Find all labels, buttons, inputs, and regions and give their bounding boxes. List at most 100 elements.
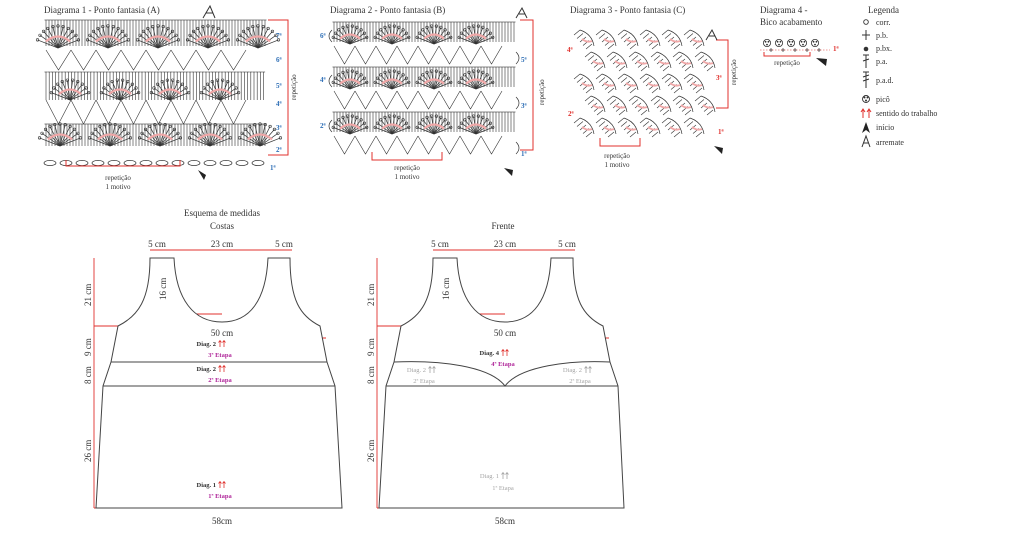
stitch-line — [579, 29, 595, 47]
stitch-line — [396, 135, 419, 155]
stitch-line — [354, 90, 377, 110]
direction-arrows-icon — [501, 348, 509, 356]
chain-loop — [226, 131, 230, 135]
chain-loop — [485, 28, 489, 32]
stitch-line — [45, 99, 72, 125]
chain-loop — [224, 33, 228, 37]
chain-loop — [439, 115, 443, 120]
chain-loop — [176, 79, 180, 84]
chain-loop — [128, 136, 133, 140]
stitch-line — [620, 33, 628, 39]
stitch-line — [629, 43, 637, 50]
chain-loop — [88, 33, 92, 37]
stitch-line — [673, 87, 681, 94]
shell-band — [669, 126, 681, 131]
stitch-line — [335, 32, 351, 45]
stitch-line — [170, 99, 197, 125]
direction-arrows-icon — [501, 471, 509, 479]
stitch-line — [137, 39, 159, 49]
stitch-line — [375, 82, 393, 90]
chain-loop — [407, 35, 411, 39]
chain-loop — [401, 28, 405, 32]
chain-loop — [137, 136, 142, 140]
front-band2-measure: 8 cm — [366, 366, 376, 384]
chain-loop — [375, 76, 380, 80]
stitch-line — [642, 33, 650, 39]
chain-loop — [140, 131, 144, 135]
shell-band — [339, 33, 361, 40]
chain-loop — [141, 29, 146, 34]
stitch-line — [686, 33, 694, 39]
chain-loop — [459, 76, 464, 80]
stitch-line — [91, 133, 111, 147]
chain-loop — [58, 122, 62, 126]
legend-label: corr. — [876, 18, 890, 27]
stitch-line — [656, 95, 672, 113]
chain-loop — [198, 124, 202, 129]
chain-loop — [126, 131, 130, 135]
chain-loop — [86, 91, 91, 95]
stitch-line — [159, 133, 179, 147]
chain-loop — [37, 136, 42, 140]
chain-loop — [392, 69, 396, 73]
chain-loop — [276, 131, 280, 135]
stitch-line — [459, 45, 482, 65]
chain-loop — [383, 25, 387, 30]
front-stage2-right-label: 2ª Etapa — [569, 378, 591, 385]
chain-loop — [172, 127, 177, 132]
chain-loop — [362, 76, 367, 80]
stitch-line — [95, 129, 111, 147]
stitch-line — [459, 127, 477, 135]
finish-arrow-icon — [861, 134, 871, 148]
stitch-line — [187, 39, 209, 49]
shell-band — [592, 104, 604, 109]
chain-loop — [266, 26, 270, 31]
chain-loop — [425, 115, 429, 120]
chain-loop — [373, 125, 377, 129]
picot-dot — [815, 40, 818, 43]
picot-dot — [767, 40, 770, 43]
stitch-line — [667, 29, 683, 47]
stitch-line — [675, 55, 683, 61]
stitch-line — [700, 95, 716, 113]
chain-loop — [439, 25, 443, 30]
back-stage1-label: 1ª Etapa — [208, 493, 232, 500]
chain-loop — [178, 136, 183, 140]
chain-loop — [66, 26, 70, 31]
stitch-line — [259, 137, 281, 147]
stitch-line — [695, 43, 703, 50]
chain-loop — [99, 91, 104, 95]
stitch-line — [139, 35, 159, 49]
row-number: 1ª — [521, 150, 528, 158]
back-outline — [95, 257, 343, 509]
stitch-line — [107, 39, 129, 49]
chain-loop — [443, 73, 447, 77]
stitch-line — [95, 99, 122, 125]
turning-chain — [515, 96, 520, 110]
picot-dot — [803, 40, 806, 43]
chain-loop — [388, 24, 392, 28]
chain-loop — [121, 78, 125, 82]
front-stage2-right-diagram: Diag. 2 — [563, 367, 582, 374]
chain-loop — [213, 123, 217, 127]
chain-loop — [156, 24, 160, 28]
stitch-line — [609, 55, 617, 61]
back-band2-measure: 8 cm — [83, 366, 93, 384]
chain-loop — [235, 160, 249, 166]
chain-loop — [467, 115, 471, 120]
chain-loop — [102, 86, 106, 90]
stitch-line — [640, 65, 648, 72]
stitch-line — [69, 87, 87, 101]
turning-chain — [328, 119, 333, 133]
diagram-1-side-label: repetição — [290, 74, 298, 100]
chain-loop — [191, 29, 196, 34]
stitch-line — [587, 55, 595, 61]
stitch-line — [606, 51, 614, 58]
stitch-line — [664, 33, 672, 39]
chain-loop — [365, 125, 369, 129]
front-neck-depth-measure: 16 cm — [441, 278, 451, 300]
stitch-line — [57, 35, 77, 49]
stitch-line — [475, 127, 493, 135]
diagram-2-motif-label: 1 motivo — [394, 173, 420, 181]
stitch-line — [120, 49, 147, 71]
